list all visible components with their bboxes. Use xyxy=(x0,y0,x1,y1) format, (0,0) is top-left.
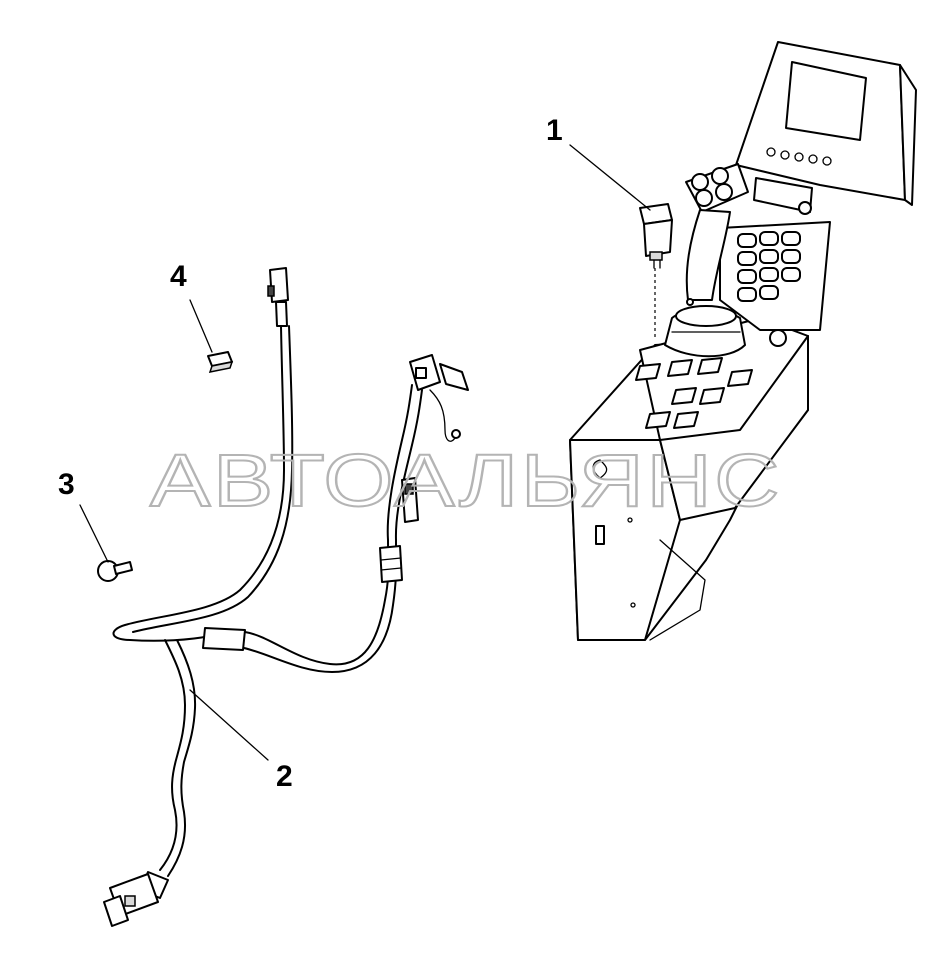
joystick xyxy=(664,163,749,358)
switch xyxy=(639,203,673,269)
callout-2: 2 xyxy=(276,760,293,793)
watermark: АВТОАЛЬЯНС xyxy=(150,439,782,522)
callout-4: 4 xyxy=(170,260,187,293)
control-console xyxy=(569,41,917,641)
connector-plug xyxy=(189,299,234,373)
keypad xyxy=(737,231,801,302)
clip xyxy=(79,504,133,582)
callout-3: 3 xyxy=(58,468,75,501)
callout-1: 1 xyxy=(546,114,563,147)
right-top-connector xyxy=(409,354,469,391)
bottom-connector xyxy=(103,871,169,927)
wiring-harness xyxy=(103,267,469,927)
switch-cutouts xyxy=(635,357,753,429)
middle-connector xyxy=(379,477,419,583)
display-unit xyxy=(735,41,917,215)
top-plug xyxy=(267,267,289,327)
